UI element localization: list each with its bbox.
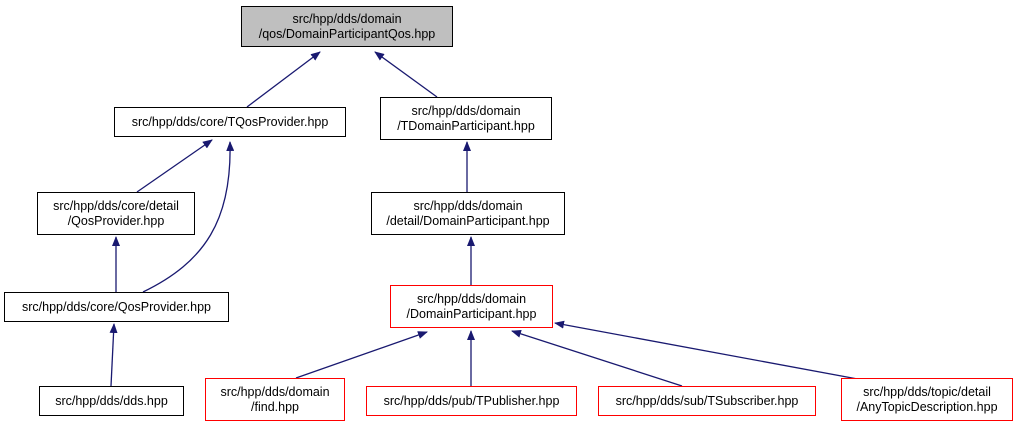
node-domain-participant[interactable]: src/hpp/dds/domain /DomainParticipant.hp…: [390, 285, 553, 328]
node-label-line: src/hpp/dds/domain: [292, 11, 402, 26]
node-any-topic-description[interactable]: src/hpp/dds/topic/detail /AnyTopicDescri…: [841, 378, 1013, 421]
node-label-line: src/hpp/dds/core/QosProvider.hpp: [22, 299, 211, 314]
node-label-line: /find.hpp: [251, 399, 299, 414]
node-label-line: /detail/DomainParticipant.hpp: [386, 213, 550, 228]
node-label-line: /AnyTopicDescription.hpp: [856, 399, 998, 414]
node-tdomain-participant[interactable]: src/hpp/dds/domain /TDomainParticipant.h…: [380, 97, 552, 140]
edge-detailqos-to-tqos: [136, 139, 213, 193]
node-dds[interactable]: src/hpp/dds/dds.hpp: [39, 386, 184, 416]
node-qos-provider[interactable]: src/hpp/dds/core/QosProvider.hpp: [4, 292, 229, 322]
node-tsubscriber[interactable]: src/hpp/dds/sub/TSubscriber.hpp: [598, 386, 816, 416]
node-label-line: src/hpp/dds/domain: [416, 291, 527, 306]
node-tpublisher[interactable]: src/hpp/dds/pub/TPublisher.hpp: [366, 386, 577, 416]
node-label-line: src/hpp/dds/domain: [411, 103, 521, 118]
edge-tsub-to-dp: [511, 329, 683, 387]
node-label-line: src/hpp/dds/topic/detail: [863, 384, 991, 399]
edge-anytopic-to-dp: [554, 320, 864, 381]
edge-qos-to-tqos: [142, 141, 235, 293]
node-detail-qos-provider[interactable]: src/hpp/dds/core/detail /QosProvider.hpp: [37, 192, 195, 235]
node-label-line: /TDomainParticipant.hpp: [397, 118, 535, 133]
node-label-line: /qos/DomainParticipantQos.hpp: [258, 26, 436, 41]
node-label-line: src/hpp/dds/domain: [413, 198, 523, 213]
node-detail-domain-participant[interactable]: src/hpp/dds/domain /detail/DomainPartici…: [371, 192, 565, 235]
edge-tqos-to-root: [246, 51, 321, 108]
node-tqos-provider[interactable]: src/hpp/dds/core/TQosProvider.hpp: [114, 107, 346, 137]
node-label-line: src/hpp/dds/core/TQosProvider.hpp: [131, 114, 329, 129]
edge-tdp-to-root: [374, 51, 438, 98]
edge-find-to-dp: [295, 331, 428, 379]
node-find[interactable]: src/hpp/dds/domain /find.hpp: [205, 378, 345, 421]
node-label-line: src/hpp/dds/domain: [220, 384, 330, 399]
node-label-line: /DomainParticipant.hpp: [406, 306, 537, 321]
node-label-line: /QosProvider.hpp: [67, 213, 165, 228]
edge-dds-to-qos: [109, 323, 118, 387]
node-label-line: src/hpp/dds/pub/TPublisher.hpp: [383, 393, 560, 408]
node-label-line: src/hpp/dds/core/detail: [53, 198, 179, 213]
node-domain-participant-qos: src/hpp/dds/domain /qos/DomainParticipan…: [241, 6, 453, 47]
node-label-line: src/hpp/dds/sub/TSubscriber.hpp: [615, 393, 799, 408]
node-label-line: src/hpp/dds/dds.hpp: [55, 393, 168, 408]
